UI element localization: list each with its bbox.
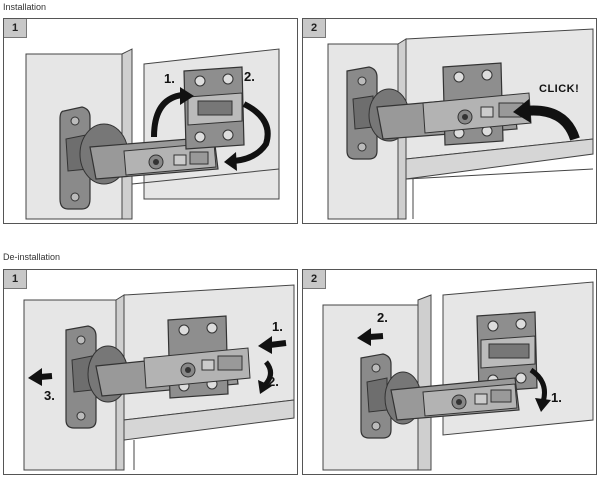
step-2-label: 2. xyxy=(377,310,388,325)
step-3-label: 3. xyxy=(44,388,55,403)
panel-number-badge: 1 xyxy=(4,19,27,38)
step-1-label: 1. xyxy=(164,71,175,86)
panel-number-badge: 2 xyxy=(303,270,326,289)
deinstallation-step-1-illustration xyxy=(23,284,295,471)
panel-number-badge: 1 xyxy=(4,270,27,289)
installation-step-2-panel: 2 CLICK! xyxy=(302,18,597,224)
step-1-label: 1. xyxy=(272,319,283,334)
installation-heading: Installation xyxy=(3,2,47,12)
step-2-label: 2. xyxy=(268,374,279,389)
deinstallation-step-2-illustration xyxy=(322,281,594,471)
panel-number-badge: 2 xyxy=(303,19,326,38)
deinstallation-step-1-panel: 1 1. 2. 3. xyxy=(3,269,298,475)
installation-step-1-panel: 1 1. 2. xyxy=(3,18,298,224)
step-2-label: 2. xyxy=(244,69,255,84)
click-label: CLICK! xyxy=(539,83,580,95)
step-1-label: 1. xyxy=(551,390,562,405)
deinstallation-step-2-panel: 2 1. 2. xyxy=(302,269,597,475)
installation-step-2-illustration xyxy=(327,28,594,220)
deinstallation-heading: De-installation xyxy=(3,252,61,262)
installation-step-1-illustration xyxy=(25,48,280,220)
